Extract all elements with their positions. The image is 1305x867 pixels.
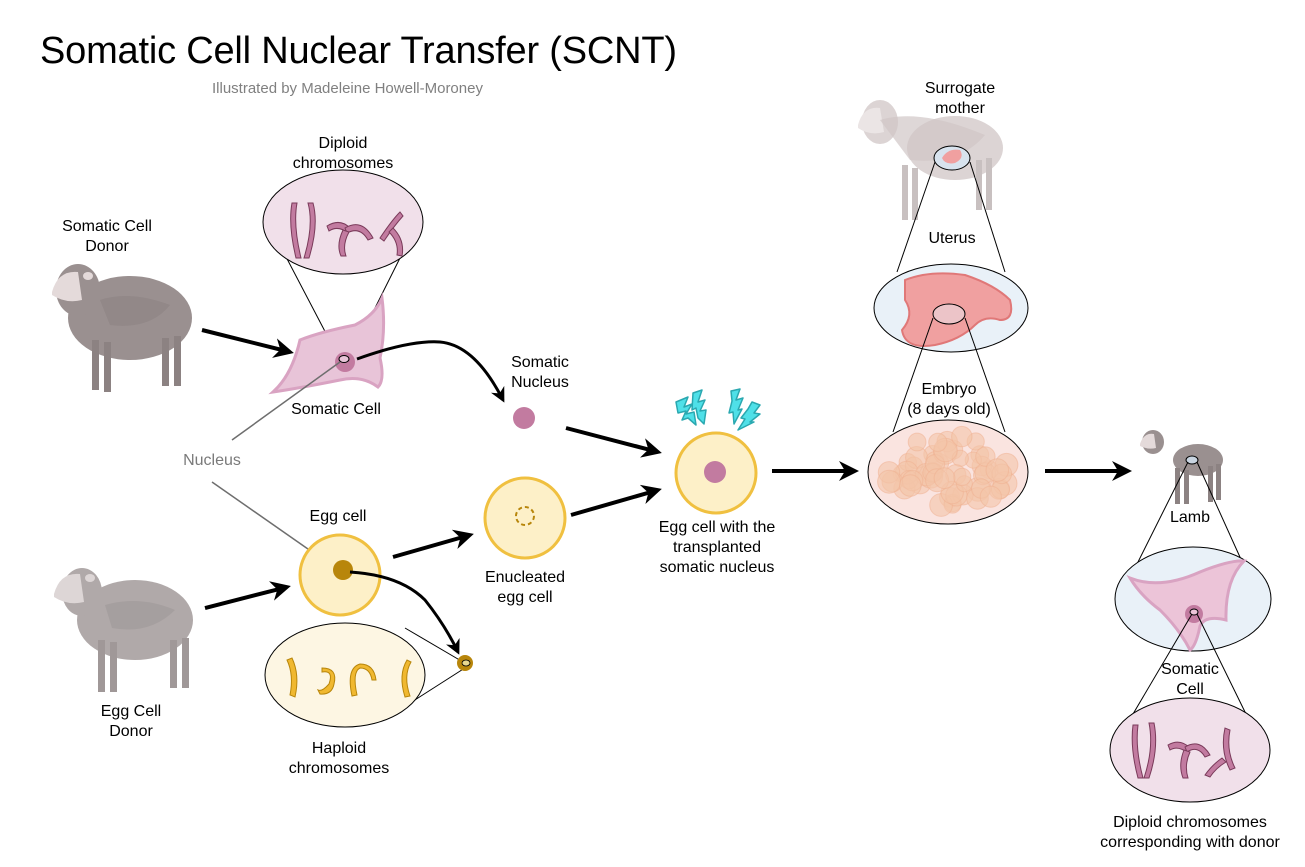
label-egg-cell-donor: Egg Cell Donor [100,703,162,740]
label-enucleated-egg-cell: Enucleated egg cell [484,569,566,606]
chromosome-x-icon [290,202,316,259]
embryo-cell [907,432,927,452]
label-egg-cell: Egg cell [309,508,367,525]
label-uterus: Uterus [928,230,976,247]
label-surrogate-mother: Surrogate mother [924,80,996,117]
somatic-nucleus-icon [513,407,535,429]
somatic-donor-sheep-icon [52,264,192,392]
label-haploid-chromosomes: Haploid chromosomes [288,740,390,777]
embryo-cell [877,469,902,494]
label-somatic-nucleus: Somatic Nucleus [511,354,569,391]
arrow-extract-somatic-nucleus [356,340,505,403]
arrow-nucleus-to-transplant [565,426,662,458]
embryo-cell [928,432,948,452]
embryo-zoom [867,317,1029,525]
chromosome-bent-icon [379,211,404,257]
somatic-cell-icon [268,292,386,395]
nucleus-pointer-line [231,361,341,441]
egg-cell-icon [298,533,382,617]
label-lamb: Lamb [1169,509,1211,526]
embryo-cell-cluster [877,425,1019,517]
embryo-cell [951,425,973,448]
label-nucleus: Nucleus [183,452,241,469]
arrow-enucleated-to-transplant [570,484,662,517]
diploid-chromosomes-zoom [262,169,424,363]
label-somatic-cell-donor: Somatic Cell Donor [62,218,152,255]
haploid-chromosomes-zoom [264,622,473,728]
label-diploid-corresponding-donor: Diploid chromosomes corresponding with d… [1100,814,1280,851]
label-transplanted-egg-cell: Egg cell with the transplanted somatic n… [658,519,776,576]
chromosome-y-icon [326,222,374,257]
enucleated-egg-cell-icon [483,476,567,560]
lamb-somatic-cell-zoom [1114,461,1272,653]
arrow-donor-to-somatic-cell [201,328,294,358]
diagram-title: Somatic Cell Nuclear Transfer (SCNT) [40,30,677,72]
label-somatic-cell: Somatic Cell [291,401,381,418]
embryo-cell [952,467,972,487]
electric-spark-icon [675,388,761,431]
label-lamb-somatic-cell: Somatic Cell [1161,661,1219,698]
embryo-cell [979,485,1002,508]
embryo-cell [899,474,922,497]
label-embryo: Embryo (8 days old) [907,381,991,418]
diagram-subtitle: Illustrated by Madeleine Howell-Moroney [212,80,483,97]
arrow-extract-egg-nucleus [349,570,460,655]
label-diploid-chromosomes: Diploid chromosomes [292,135,394,172]
embryo-cell [933,467,956,490]
process-arrows [201,328,1132,610]
egg-donor-sheep-icon [54,568,193,692]
arrow-egg-to-enucleated [392,529,474,559]
embryo-cell [985,458,1010,482]
donor-diploid-chromosomes-zoom [1109,613,1271,803]
arrow-donor-to-egg-cell [204,581,291,610]
transplanted-egg-cell-icon [674,431,758,515]
uterus-zoom [873,161,1029,353]
surrogate-mother-sheep-icon [858,100,1003,220]
